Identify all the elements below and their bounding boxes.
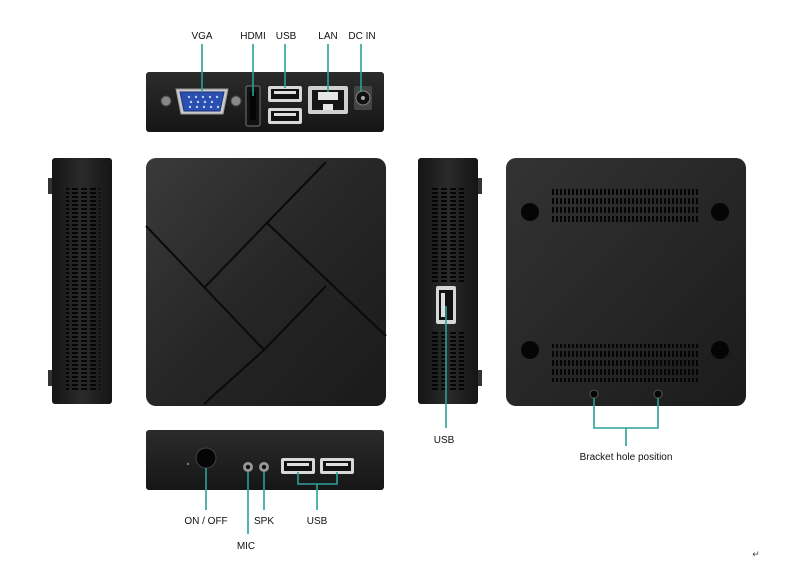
return-mark: ↵ [752, 549, 760, 559]
hdmi-label: HDMI [240, 31, 266, 42]
spk-jack-icon [259, 462, 269, 472]
usb-side-label: USB [434, 435, 455, 446]
rear-panel [146, 72, 384, 132]
usb-rear-label: USB [276, 31, 297, 42]
lan-port-icon [308, 86, 348, 114]
mic-jack-icon [243, 462, 253, 472]
bracket-hole-label: Bracket hole position [580, 452, 673, 463]
on-off-label: ON / OFF [184, 516, 227, 527]
front-panel [146, 430, 384, 490]
vga-label: VGA [191, 31, 212, 42]
bracket-leader [593, 398, 659, 446]
lan-label: LAN [318, 31, 337, 42]
usb-front-leader [297, 472, 338, 510]
bottom-view [506, 158, 746, 406]
foot-hole [521, 341, 539, 359]
usb-ports-rear-icon [268, 86, 302, 124]
bracket-hole [653, 389, 663, 399]
right-side-panel [418, 158, 482, 404]
dc-in-label: DC IN [348, 31, 375, 42]
bracket-hole [589, 389, 599, 399]
left-side-panel [48, 158, 112, 404]
vga-port-icon [160, 88, 242, 115]
spk-label: SPK [254, 516, 274, 527]
mic-label: MIC [237, 541, 255, 552]
foot-hole [521, 203, 539, 221]
top-view [145, 158, 387, 406]
usb-front-ports-icon [281, 458, 354, 474]
foot-hole [711, 341, 729, 359]
foot-hole [711, 203, 729, 221]
dc-in-port-icon [354, 86, 372, 110]
usb-side-port-icon [436, 286, 456, 324]
power-button-icon [195, 447, 217, 469]
usb-front-label: USB [307, 516, 328, 527]
